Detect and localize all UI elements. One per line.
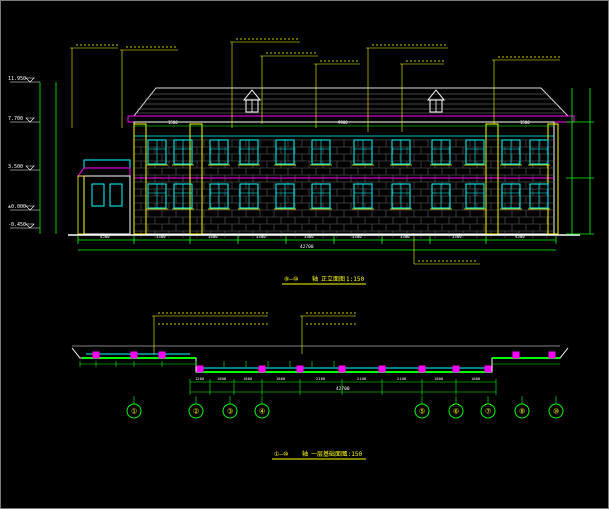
dim-bottom-label: 3300: [452, 234, 462, 239]
axis-bubble: [414, 403, 430, 419]
pier: [484, 365, 492, 373]
foundation-dims: 42700 1200 1800 1800 1800 2100 2100 2100 1800 18…: [79, 361, 560, 395]
axis-bubble: [548, 403, 564, 419]
pier: [296, 365, 304, 373]
windows: [146, 139, 550, 210]
elevation-title-text: 正立面图: [321, 275, 345, 283]
roof-eave: [127, 115, 575, 123]
roof: [132, 87, 570, 117]
axis-bubble: [188, 403, 204, 419]
foundation-title: ①—⑩ 轴 一层基础面图 1:150: [272, 450, 366, 460]
axis-bubble: [254, 403, 270, 419]
foundation-dim-label: 1800: [243, 376, 253, 381]
dim-bottom-label: 3300: [208, 234, 218, 239]
right-dims: [566, 88, 594, 235]
brick-texture: [133, 139, 554, 238]
foundation-dim-label: 1800: [217, 376, 227, 381]
dim-top-1: 1500: [168, 120, 178, 125]
level-triangle: [25, 77, 35, 83]
dim-overall: 42700: [300, 244, 314, 250]
annex-left: [77, 159, 131, 235]
foundation-piers: [92, 351, 556, 373]
pier: [512, 351, 520, 359]
axis-label: ⑦: [485, 408, 491, 416]
foundation-dim-label: 1800: [471, 376, 481, 381]
roof-tiles: [135, 93, 566, 114]
pier: [338, 365, 346, 373]
elevation-top-dims: 1500 9900 1500: [134, 120, 554, 127]
dim-bottom-label: 3300: [352, 234, 362, 239]
axis-label: ④: [259, 408, 265, 416]
foundation-dim-label: 2100: [316, 376, 326, 381]
callout-leaders: [70, 38, 560, 265]
foundation-title-char: 轴: [302, 450, 308, 458]
foundation-callouts: [152, 312, 356, 354]
level-label: 7.700: [8, 116, 23, 122]
elevation-title: ⑧—⑩ 轴 正立面图 1:150: [282, 275, 366, 285]
pier: [158, 351, 166, 359]
axis-label: ⑤: [419, 408, 425, 416]
axis-bubble: [222, 403, 238, 419]
foundation-title-text: 一层基础面图: [311, 450, 347, 458]
axis-label: ②: [193, 408, 199, 416]
elevation-title-char: 轴: [312, 275, 318, 283]
level-marks: 11.950 7.700 3.500 ±0.000 -0.450: [8, 76, 40, 229]
foundation-dim-label: 1800: [276, 376, 286, 381]
dim-bottom-label: 4500: [100, 234, 110, 239]
dim-bottom-label: 3300: [156, 234, 166, 239]
pier: [378, 365, 386, 373]
axis-label: ⑥: [453, 408, 459, 416]
foundation-dim-label: 1200: [195, 376, 205, 381]
dim-bottom-label: 4500: [515, 234, 525, 239]
axis-label: ⑧: [519, 408, 525, 416]
pier: [418, 365, 426, 373]
elevation-title-scale: 1:150: [346, 276, 364, 283]
elevation-title-axes: ⑧—⑩: [284, 276, 298, 283]
dim-bottom-label: 3300: [400, 234, 410, 239]
axis-bubble: [480, 403, 496, 419]
foundation-dim-overall: 42700: [336, 386, 350, 392]
foundation-plan: [71, 345, 569, 373]
level-triangle: [25, 223, 35, 229]
dim-top-2: 9900: [338, 120, 348, 125]
axis-bubbles: ① ② ③ ④ ⑤ ⑥ ⑦ ⑧ ⑩: [126, 396, 564, 419]
dim-top-3: 1500: [520, 120, 530, 125]
level-triangle: [25, 205, 35, 211]
pier: [130, 351, 138, 359]
dormer-left: [242, 89, 262, 113]
foundation-dim-label: 2100: [357, 376, 367, 381]
pier: [452, 365, 460, 373]
foundation-title-axes: ①—⑩: [274, 451, 288, 458]
pier: [258, 365, 266, 373]
pier: [196, 365, 204, 373]
foundation-dim-label: 2100: [397, 376, 407, 381]
foundation-title-scale: 1:150: [344, 451, 362, 458]
foundation-dim-label: 1800: [434, 376, 444, 381]
axis-label: ③: [227, 408, 233, 416]
axis-label: ⑩: [553, 408, 559, 416]
level-label: -0.450: [8, 222, 26, 228]
level-label: 11.950: [8, 76, 26, 82]
pilasters: [133, 123, 559, 235]
level-label: 3.500: [8, 164, 23, 170]
level-label: ±0.000: [8, 204, 26, 210]
axis-bubble: [126, 403, 142, 419]
axis-bubble: [448, 403, 464, 419]
axis-bubble: [514, 403, 530, 419]
pier: [548, 351, 556, 359]
level-triangle: [25, 117, 35, 123]
elevation-bottom-dims: 42700 4500 3300 3300 3300 3300 3300 3300 3300 45…: [77, 234, 557, 251]
dim-bottom-label: 3300: [256, 234, 266, 239]
pier: [92, 351, 100, 359]
dormer-right: [426, 89, 446, 113]
dim-bottom-label: 3300: [304, 234, 314, 239]
axis-label: ①: [131, 408, 137, 416]
level-triangle: [25, 165, 35, 171]
